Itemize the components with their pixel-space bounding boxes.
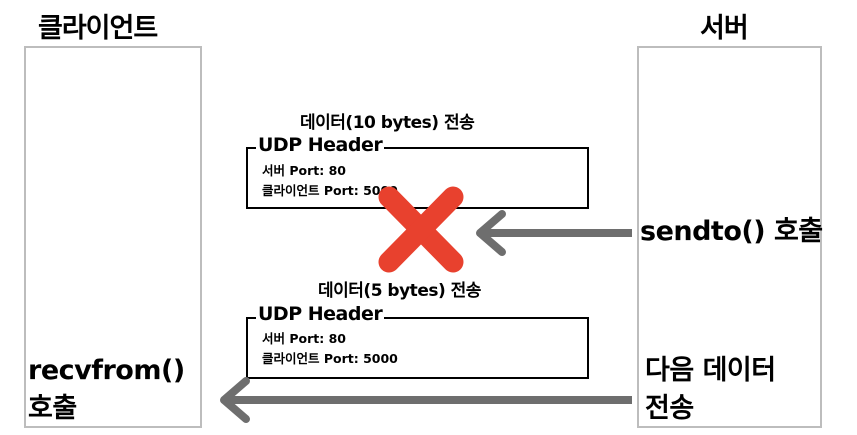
next-data-label-line2: 전송	[645, 393, 694, 424]
next-data-label-line1: 다음 데이터	[645, 355, 776, 386]
packet-1-header-box	[246, 147, 589, 209]
packet-2-header-box	[246, 317, 589, 379]
packet-1-server-port: 서버 Port: 80	[262, 163, 346, 178]
client-panel	[24, 46, 202, 428]
left-arrow-icon	[220, 377, 632, 423]
packet-2-header-label: UDP Header	[256, 303, 385, 325]
packet-2-client-port: 클라이언트 Port: 5000	[262, 351, 398, 366]
server-panel	[637, 46, 822, 428]
sendto-label: sendto() 호출	[640, 216, 823, 247]
client-title: 클라이언트	[38, 13, 158, 44]
recvfrom-label-line1: recvfrom()	[28, 355, 185, 386]
packet-2-title: 데이터(5 bytes) 전송	[318, 281, 481, 301]
packet-1-title: 데이터(10 bytes) 전송	[300, 113, 475, 133]
packet-1-header-label: UDP Header	[256, 134, 385, 156]
server-title: 서버	[700, 13, 749, 44]
packet-2-server-port: 서버 Port: 80	[262, 331, 346, 346]
left-arrow-icon	[476, 210, 632, 256]
recvfrom-label-line2: 호출	[28, 393, 77, 424]
packet-1-client-port: 클라이언트 Port: 5000	[262, 183, 398, 198]
red-x-icon	[378, 186, 464, 273]
